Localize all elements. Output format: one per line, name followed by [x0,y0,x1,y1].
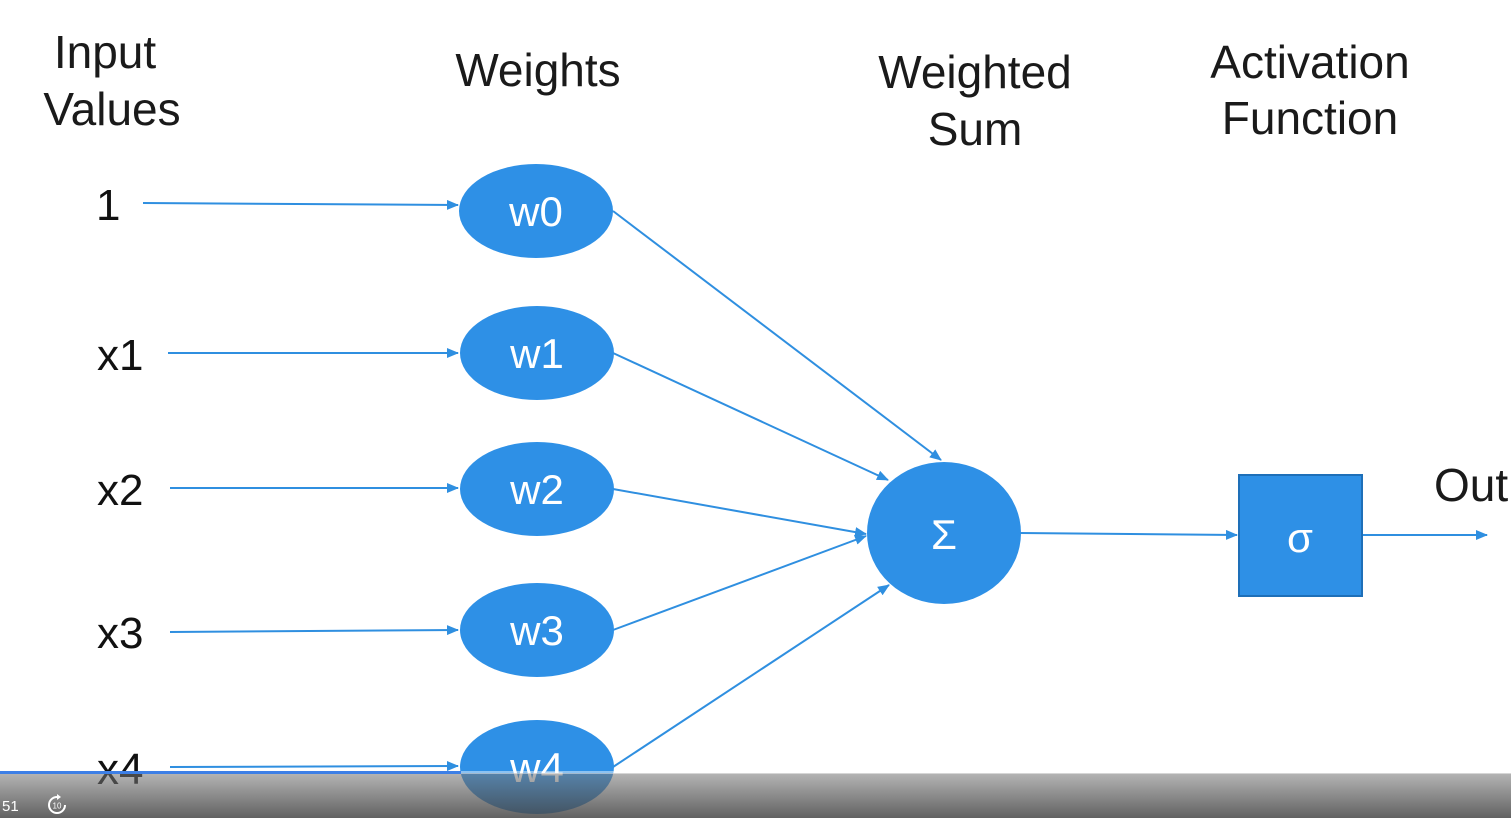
video-progress-fill [0,771,461,774]
weight-label-w2: w2 [509,466,564,513]
heading-weighted-sum-line1: Weighted [878,46,1072,98]
edge-sum-to-activation [1019,529,1238,540]
heading-activation-function-line1: Activation [1210,36,1409,88]
video-progress-bar[interactable] [0,771,1511,774]
video-player-bar [0,773,1511,818]
edge-input-0-to-w0 [142,199,459,210]
edge-w4-to-sum [612,584,890,768]
heading-weights: Weights [455,44,620,96]
edge-input-3-to-w3 [169,625,459,636]
edge-w3-to-sum [612,535,867,631]
weight-label-w0: w0 [508,188,563,235]
input-label-1: x1 [97,331,143,380]
weight-node-w1: w1 [460,306,614,400]
skip-forward-seconds: 10 [53,802,62,811]
input-label-0: 1 [96,181,120,230]
heading-activation-function-line2: Function [1222,92,1398,144]
weight-node-w0: w0 [459,164,613,258]
heading-weighted-sum-line2: Sum [928,103,1023,155]
weight-node-w3: w3 [460,583,614,677]
weight-label-w3: w3 [509,607,564,654]
sum-symbol: Σ [931,511,957,558]
edge-w2-to-sum [612,488,867,537]
heading-output: Out [1434,459,1508,511]
activation-function-box: σ [1238,474,1363,597]
weight-node-w2: w2 [460,442,614,536]
video-time: 51 [2,798,19,815]
heading-input-values-line1: Input [54,26,157,78]
input-label-3: x3 [97,609,143,658]
edge-w1-to-sum [612,352,889,481]
heading-input-values-line2: Values [43,83,180,135]
skip-forward-icon[interactable]: 10 [46,794,68,816]
weighted-sum-node: Σ [867,462,1021,604]
activation-symbol: σ [1287,514,1313,561]
weight-label-w1: w1 [509,330,564,377]
edge-w0-to-sum [612,210,942,461]
edge-input-4-to-w4 [169,761,459,772]
input-label-2: x2 [97,466,143,515]
